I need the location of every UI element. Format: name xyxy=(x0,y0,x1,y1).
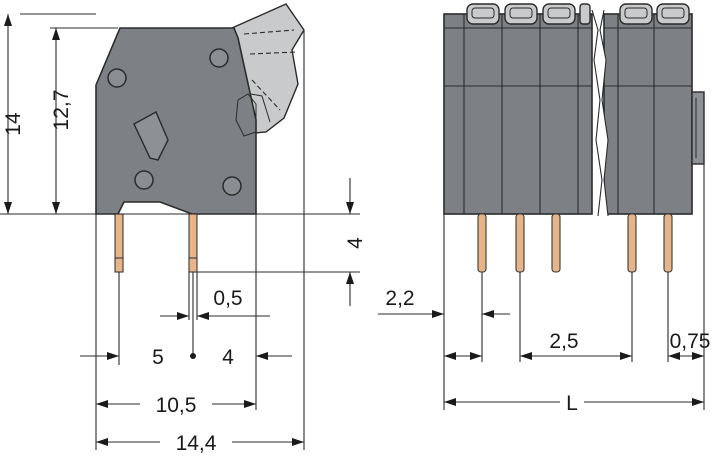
label-pin-width: 0,5 xyxy=(213,287,242,310)
break-gap xyxy=(592,10,608,216)
dim-height-body: 12,7 xyxy=(50,28,73,214)
label-height-total: 14 xyxy=(2,112,25,136)
lever-tops xyxy=(466,3,690,25)
mounting-hole-bottom-left xyxy=(134,170,154,190)
lever-top-3 xyxy=(542,3,576,25)
lever-top-6 xyxy=(656,3,690,25)
pitch-dot xyxy=(190,353,196,359)
front-pins xyxy=(477,213,673,273)
dim-width-total: 14,4 xyxy=(96,432,304,455)
label-height-body: 12,7 xyxy=(50,90,73,131)
lever-hidden-edge xyxy=(243,29,297,111)
conductor-entry-slot xyxy=(133,111,169,161)
front-view xyxy=(443,3,705,410)
label-pitch-left: 5 xyxy=(152,346,164,369)
front-pin-3 xyxy=(551,213,561,273)
label-width-total: 14,4 xyxy=(176,432,217,455)
label-side-pitch: 2,5 xyxy=(549,330,578,353)
label-side-end: 0,75 xyxy=(670,330,711,353)
solder-pin-left xyxy=(114,213,124,273)
lever-top-5 xyxy=(619,3,653,25)
label-pitch-right: 4 xyxy=(222,346,234,369)
housing-notch xyxy=(235,93,257,137)
solder-pin-right xyxy=(188,213,198,273)
label-pin-length: 4 xyxy=(344,237,367,249)
mounting-hole-top-right xyxy=(209,48,229,68)
housing-front-left xyxy=(443,13,593,215)
front-pin-5 xyxy=(663,213,673,273)
lever-top-1 xyxy=(466,3,500,25)
front-pin-1 xyxy=(477,213,487,273)
dim-pin-width: 0,5 xyxy=(160,287,270,320)
dim-height-total: 14 xyxy=(2,14,25,214)
dim-length: L xyxy=(444,392,704,415)
end-plate xyxy=(691,91,705,165)
dim-pitch: 5 4 xyxy=(80,346,292,369)
front-pin-2 xyxy=(515,213,525,273)
label-length: L xyxy=(566,392,578,415)
label-width-inner: 10,5 xyxy=(156,394,197,417)
dim-width-inner: 10,5 xyxy=(96,394,256,417)
mounting-hole-top-left xyxy=(107,68,127,88)
dim-side-pitch: 2,5 0,75 xyxy=(444,330,710,360)
label-side-offset: 2,2 xyxy=(385,287,414,310)
side-view xyxy=(0,3,360,450)
mounting-hole-bottom-right xyxy=(222,176,242,196)
dim-pin-length: 4 xyxy=(344,178,367,306)
housing-front-right xyxy=(603,13,693,215)
dim-side-offset: 2,2 xyxy=(378,287,510,318)
lever-top-2 xyxy=(504,3,538,25)
lever-top-4 xyxy=(579,3,591,25)
front-pin-4 xyxy=(627,213,637,273)
